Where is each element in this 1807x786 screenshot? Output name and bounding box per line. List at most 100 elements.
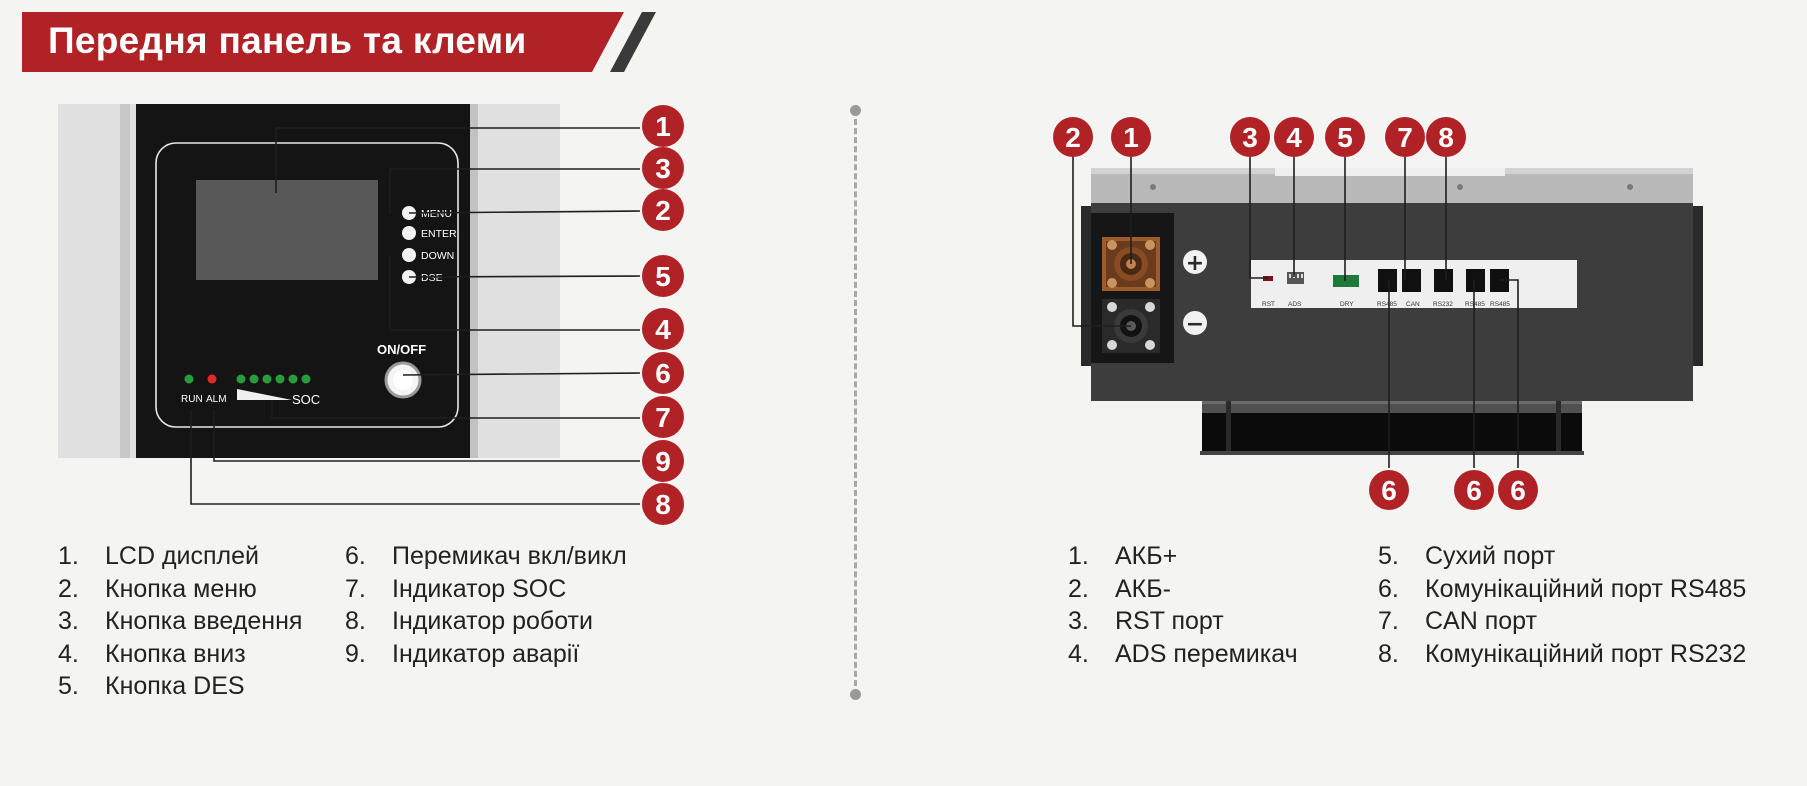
legend-text: ADS перемикач	[1115, 639, 1298, 668]
legend-text: LCD дисплей	[105, 542, 260, 570]
rs485-label-2: RS485	[1465, 301, 1485, 308]
front-legend-col1: 1. LCD дисплей 2. Кнопка меню 3. Кнопка вве…	[58, 540, 302, 703]
legend-item: 1. LCD дисплей	[58, 540, 302, 573]
svg-text:2: 2	[1065, 122, 1081, 153]
legend-item: 5. Сухий порт	[1378, 540, 1746, 573]
legend-number: 4.	[1068, 639, 1089, 668]
front-badge-6: 6	[642, 352, 684, 394]
front-badge-2: 2	[642, 189, 684, 231]
svg-text:1: 1	[655, 111, 671, 142]
legend-item: 4. ADS перемикач	[1068, 638, 1298, 671]
rs232-port	[1434, 269, 1453, 292]
divider-dot-bottom	[850, 689, 861, 700]
legend-number: 9.	[345, 639, 366, 668]
legend-text: Кнопка вниз	[105, 639, 246, 668]
legend-number: 1.	[1068, 542, 1089, 570]
rear-badge-5: 5	[1325, 117, 1365, 157]
rear-badge-6c: 6	[1498, 470, 1538, 510]
legend-number: 2.	[1068, 574, 1089, 603]
svg-text:1: 1	[1123, 122, 1139, 153]
down-button-label: DOWN	[421, 250, 454, 262]
plus-icon: +	[1183, 250, 1207, 276]
svg-text:6: 6	[1510, 475, 1526, 506]
legend-item: 6. Комунікаційний порт RS485	[1378, 573, 1746, 606]
svg-text:5: 5	[1337, 122, 1353, 153]
legend-text: Перемикач вкл/викл	[392, 542, 627, 570]
svg-text:3: 3	[1242, 122, 1258, 153]
svg-text:6: 6	[655, 358, 671, 389]
divider-dot-top	[850, 105, 861, 116]
legend-item: 2. Кнопка меню	[58, 573, 302, 606]
legend-item: 1. АКБ+	[1068, 540, 1298, 573]
legend-item: 6. Перемикач вкл/викл	[345, 540, 627, 573]
legend-item: 5. Кнопка DES	[58, 670, 302, 703]
svg-text:5: 5	[655, 261, 671, 292]
front-badge-1: 1	[642, 105, 684, 147]
legend-number: 7.	[1378, 607, 1399, 635]
front-badge-3: 3	[642, 147, 684, 189]
legend-text: Сухий порт	[1425, 542, 1556, 570]
section-divider	[854, 110, 857, 695]
svg-text:3: 3	[655, 153, 671, 184]
rear-legend-col2: 5. Сухий порт 6. Комунікаційний порт RS485…	[1378, 540, 1746, 670]
legend-text: АКБ-	[1115, 574, 1171, 603]
legend-text: Кнопка введення	[105, 607, 303, 635]
legend-item: 8.Комунікаційний порт RS232	[1378, 638, 1746, 671]
legend-number: 3.	[1068, 607, 1089, 635]
legend-text: CAN порт	[1425, 607, 1537, 635]
rst-label: RST	[1262, 301, 1275, 308]
legend-number: 6.	[1378, 574, 1399, 603]
rear-badge-6a: 6	[1369, 470, 1409, 510]
legend-item: 3. Кнопка введення	[58, 605, 302, 638]
rs485-port-1	[1378, 269, 1397, 292]
front-badge-4: 4	[642, 308, 684, 350]
legend-text: Кнопка DES	[105, 672, 245, 700]
rear-leader-lines	[1072, 157, 1519, 468]
soc-led-bar	[236, 374, 311, 384]
front-panel-frame	[155, 142, 459, 428]
legend-text: Індикатор SOC	[392, 574, 567, 603]
legend-text: Індикатор аварії	[392, 639, 580, 668]
svg-text:+: +	[1186, 251, 1204, 276]
legend-item: 7. CAN порт	[1378, 605, 1746, 638]
legend-number: 7.	[345, 574, 366, 603]
minus-icon: −	[1183, 311, 1207, 337]
rear-legend-col1: 1.АКБ+ 2.АКБ- 3.RST порт 4.ADS перемикач	[1068, 540, 1298, 670]
rs485-port-2	[1466, 269, 1485, 292]
ads-switch	[1287, 272, 1304, 284]
rear-badge-7: 7	[1385, 117, 1425, 157]
front-badge-7: 7	[642, 396, 684, 438]
legend-text: Кнопка меню	[105, 574, 257, 603]
legend-item: 4.Кнопка вниз	[58, 638, 302, 671]
legend-text: Комунікаційний порт RS485	[1425, 574, 1747, 603]
alarm-led-label: ALM	[206, 394, 227, 405]
enter-button-label: ENTER	[421, 228, 457, 240]
rs485-label-1: RS485	[1377, 301, 1397, 308]
page-title: Передня панель та клеми	[48, 20, 527, 61]
svg-text:−: −	[1186, 312, 1204, 337]
down-button: DOWN	[402, 248, 454, 262]
rear-badge-1: 1	[1111, 117, 1151, 157]
front-leader-lines	[190, 127, 641, 505]
legend-number: 5.	[1378, 542, 1399, 570]
legend-number: 1.	[58, 542, 79, 570]
lcd-display	[196, 180, 378, 280]
front-legend-col2: 6.Перемикач вкл/викл 7.Індикатор SOC 8.І…	[345, 540, 627, 670]
svg-text:6: 6	[1381, 475, 1397, 506]
legend-item: 2. АКБ-	[1068, 573, 1298, 606]
power-button-label: ON/OFF	[377, 342, 426, 357]
legend-item: 7. Індикатор SOC	[345, 573, 627, 606]
legend-number: 3.	[58, 607, 79, 635]
soc-wedge-icon	[237, 389, 292, 400]
alarm-led	[207, 374, 217, 384]
legend-text: АКБ+	[1115, 542, 1178, 570]
legend-item: 8.Індикатор роботи	[345, 605, 627, 638]
run-led-label: RUN	[181, 394, 203, 405]
legend-number: 8.	[1378, 639, 1399, 668]
legend-number: 8.	[345, 607, 366, 635]
legend-number: 5.	[58, 672, 79, 700]
rear-badge-8: 8	[1426, 117, 1466, 157]
legend-number: 6.	[345, 542, 366, 570]
legend-number: 2.	[58, 574, 79, 603]
svg-text:4: 4	[655, 314, 671, 345]
